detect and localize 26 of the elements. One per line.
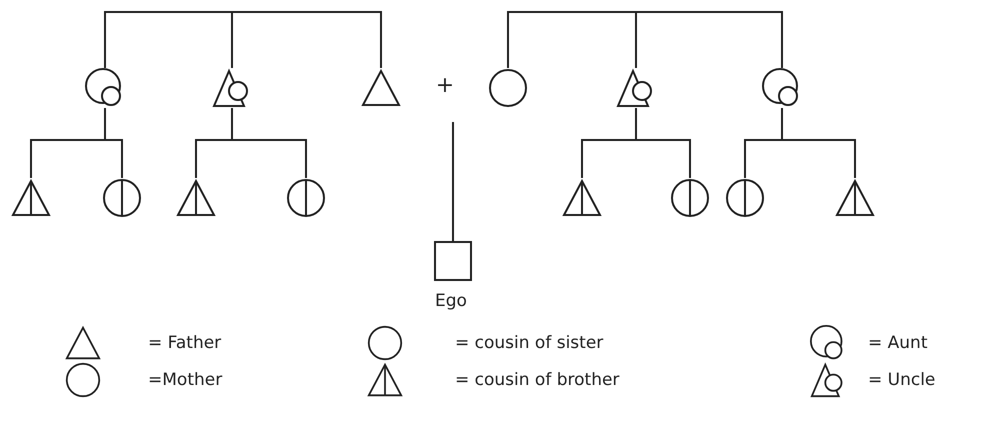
split-triangle-symbol <box>562 178 602 218</box>
split-triangle-symbol <box>835 178 875 218</box>
kinship-line <box>507 11 783 68</box>
kinship-line <box>104 11 382 68</box>
kinship-line <box>781 108 856 178</box>
legend-label: = cousin of sister <box>455 333 604 353</box>
node-caption: Ego <box>435 291 467 311</box>
split-circle-symbol <box>670 178 710 218</box>
legend-label: = Father <box>148 333 222 353</box>
square-symbol <box>433 241 473 281</box>
split-triangle-symbol <box>176 178 216 218</box>
kinship-line <box>231 108 307 178</box>
circle-symbol <box>488 68 528 108</box>
legend-label: = Uncle <box>868 370 936 390</box>
legend-label: =Mother <box>148 370 222 390</box>
split-circle-symbol <box>725 178 765 218</box>
kinship-line <box>104 108 123 178</box>
split-triangle-symbol <box>11 178 51 218</box>
split-circle-symbol <box>286 178 326 218</box>
legend-label: = cousin of brother <box>455 370 620 390</box>
triangle-symbol <box>361 68 401 108</box>
split-circle-symbol <box>102 178 142 218</box>
kinship-line <box>635 108 691 178</box>
plus-sign: + <box>435 74 455 98</box>
kinship-line <box>452 122 454 241</box>
legend-label: = Aunt <box>868 333 928 353</box>
